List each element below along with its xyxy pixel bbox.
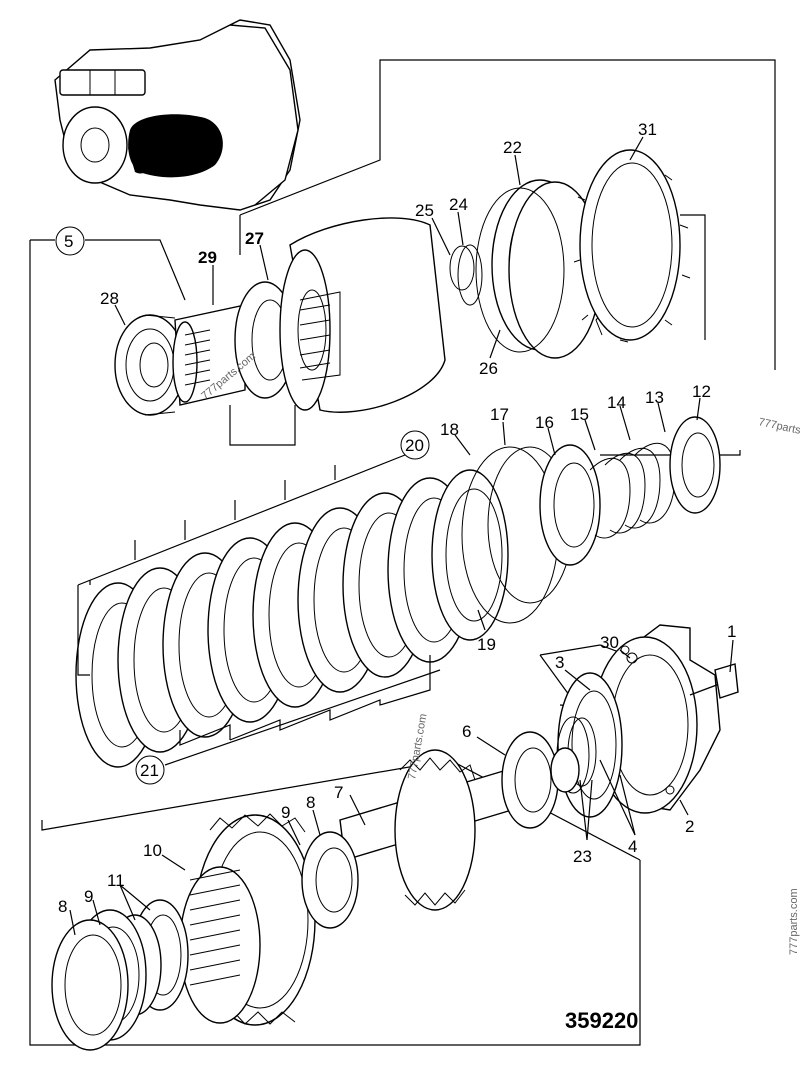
callout-15: 15 (570, 405, 589, 424)
callout-27: 27 (245, 229, 264, 248)
callout-17: 17 (490, 405, 509, 424)
callout-30: 30 (600, 633, 619, 652)
callout-21: 21 (140, 761, 159, 780)
callout-19: 19 (477, 635, 496, 654)
callout-10: 10 (143, 841, 162, 860)
ring-spring-assembly (461, 416, 721, 624)
callout-8-lower: 8 (58, 897, 67, 916)
callout-6: 6 (462, 722, 471, 741)
clutch-drum-assembly (114, 217, 446, 416)
callout-2: 2 (685, 817, 694, 836)
callout-12: 12 (692, 382, 711, 401)
callout-8-upper: 8 (306, 793, 315, 812)
callout-5: 5 (64, 232, 73, 251)
callout-29: 29 (198, 248, 217, 267)
callout-26: 26 (479, 359, 498, 378)
callout-13: 13 (645, 388, 664, 407)
callout-1: 1 (727, 622, 736, 641)
watermark-3: 777parts.com (757, 416, 800, 442)
callout-20: 20 (405, 436, 424, 455)
callout-9-lower: 9 (84, 887, 93, 906)
callout-11: 11 (107, 871, 125, 890)
clutch-plate-pack (75, 454, 509, 768)
watermark-4: 777parts.com (788, 888, 800, 955)
callout-7: 7 (334, 783, 343, 802)
callout-31: 31 (638, 120, 657, 139)
callout-24: 24 (449, 195, 468, 214)
gear-cluster (51, 813, 359, 1051)
callout-14: 14 (607, 393, 626, 412)
callout-4: 4 (628, 837, 637, 856)
drawing-number: 359220 (565, 1008, 638, 1033)
housing-assembly (556, 624, 739, 818)
callout-18: 18 (440, 420, 459, 439)
callout-28: 28 (100, 289, 119, 308)
piston-assembly (449, 179, 607, 359)
callout-25: 25 (415, 201, 434, 220)
callout-23: 23 (573, 847, 592, 866)
callout-3: 3 (555, 653, 564, 672)
main-shaft-assembly (339, 731, 580, 911)
callout-22: 22 (503, 138, 522, 157)
leader-lines (69, 136, 734, 936)
callout-16: 16 (535, 413, 554, 432)
callout-circle-20 (400, 430, 430, 460)
plate-31 (573, 149, 691, 343)
transmission-thumbnail (54, 19, 301, 211)
callout-circle-5 (55, 226, 85, 256)
callout-9-upper: 9 (281, 803, 290, 822)
callout-circle-21 (135, 755, 165, 785)
